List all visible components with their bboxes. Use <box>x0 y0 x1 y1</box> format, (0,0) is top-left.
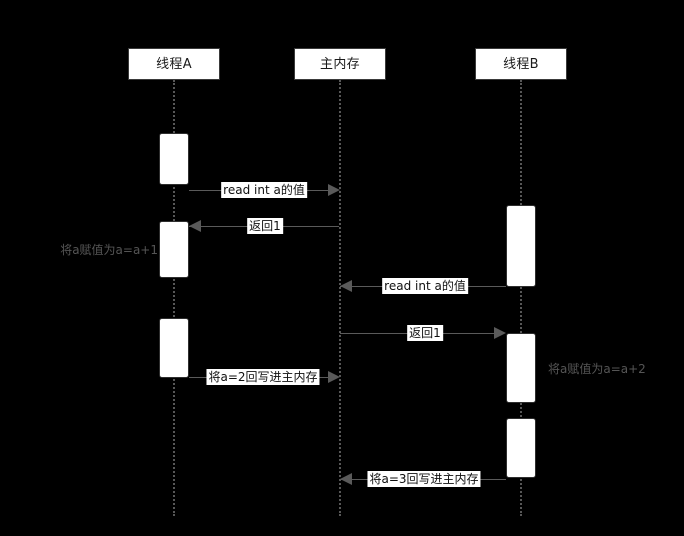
activation-threadA-1 <box>159 133 189 185</box>
message-label-6: 将a=3回写进主内存 <box>367 471 481 487</box>
message-arrowhead-3 <box>340 280 352 292</box>
actor-label-threadA: 线程A <box>156 56 192 72</box>
lifeline-mainMemory <box>339 80 341 516</box>
activation-threadA-3 <box>159 318 189 378</box>
actor-header-threadB[interactable]: 线程B <box>475 48 567 80</box>
message-label-4: 返回1 <box>407 325 443 341</box>
actor-header-threadA[interactable]: 线程A <box>128 48 220 80</box>
activation-threadB-3 <box>506 418 536 478</box>
message-arrowhead-2 <box>189 220 201 232</box>
message-arrowhead-6 <box>340 473 352 485</box>
note-threadA-assign: 将a赋值为a=a+1 <box>60 243 158 257</box>
message-label-3: read int a的值 <box>382 278 468 294</box>
actor-label-mainMemory: 主内存 <box>320 56 360 72</box>
message-arrowhead-1 <box>328 184 340 196</box>
message-arrowhead-5 <box>328 371 340 383</box>
actor-header-mainMemory[interactable]: 主内存 <box>294 48 386 80</box>
message-arrowhead-4 <box>494 327 506 339</box>
activation-threadB-2 <box>506 333 536 403</box>
lifeline-threadB <box>520 80 522 516</box>
actor-label-threadB: 线程B <box>503 56 539 72</box>
message-label-1: read int a的值 <box>221 182 307 198</box>
activation-threadA-2 <box>159 221 189 278</box>
lifeline-threadA <box>173 80 175 516</box>
note-threadB-assign: 将a赋值为a=a+2 <box>548 362 646 376</box>
activation-threadB-1 <box>506 205 536 287</box>
message-label-2: 返回1 <box>247 218 283 234</box>
message-label-5: 将a=2回写进主内存 <box>206 369 320 385</box>
